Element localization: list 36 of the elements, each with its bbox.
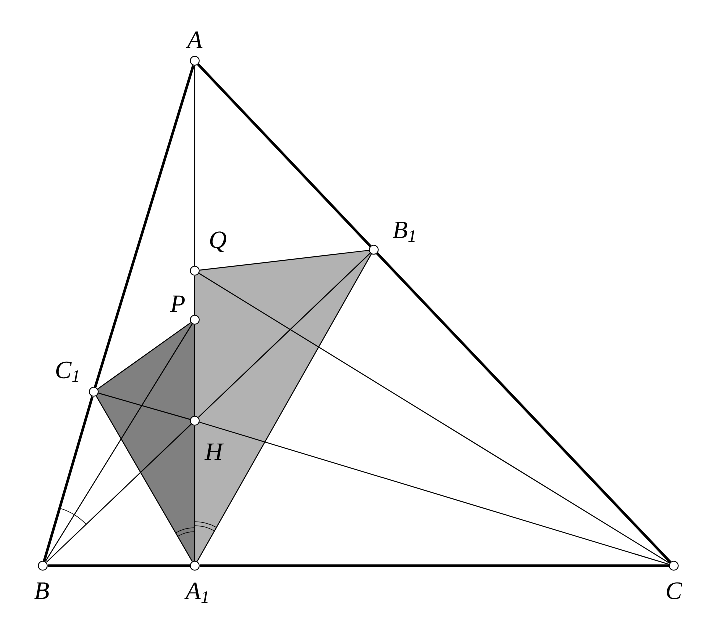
point bbox=[369, 245, 379, 255]
line-segment bbox=[198, 252, 371, 418]
point bbox=[190, 561, 200, 571]
point-label: B bbox=[34, 582, 50, 600]
line-segment bbox=[198, 273, 670, 564]
triangle-side bbox=[48, 564, 190, 568]
point bbox=[190, 266, 200, 276]
point-label: C$_{1}$ bbox=[56, 362, 79, 382]
line-segment bbox=[194, 425, 196, 562]
line-segment bbox=[45, 324, 193, 562]
point-label: C bbox=[667, 582, 683, 600]
triangle-side bbox=[94, 65, 195, 388]
triangle-side bbox=[197, 64, 372, 248]
point-label: P bbox=[170, 296, 185, 312]
point-label: B$_{1}$ bbox=[393, 222, 415, 242]
point bbox=[190, 56, 200, 66]
point bbox=[669, 561, 679, 571]
triangle-side bbox=[200, 564, 670, 568]
point-label: A$_{1}$ bbox=[184, 582, 208, 604]
point bbox=[38, 561, 48, 571]
point-label: Q bbox=[210, 232, 227, 252]
line-segment bbox=[194, 65, 196, 267]
line-segment bbox=[96, 396, 194, 562]
line-segment bbox=[46, 424, 192, 564]
point-label: A bbox=[186, 32, 203, 48]
point-label: H bbox=[204, 444, 224, 460]
line-segment bbox=[98, 392, 191, 420]
triangle-side bbox=[376, 252, 672, 564]
line-segment bbox=[98, 322, 192, 390]
point bbox=[89, 387, 99, 397]
point bbox=[190, 315, 200, 325]
line-segment bbox=[194, 275, 196, 316]
line-segment bbox=[194, 324, 196, 417]
line-segment bbox=[199, 250, 370, 271]
line-segment bbox=[199, 422, 670, 566]
triangle-side bbox=[43, 396, 94, 562]
